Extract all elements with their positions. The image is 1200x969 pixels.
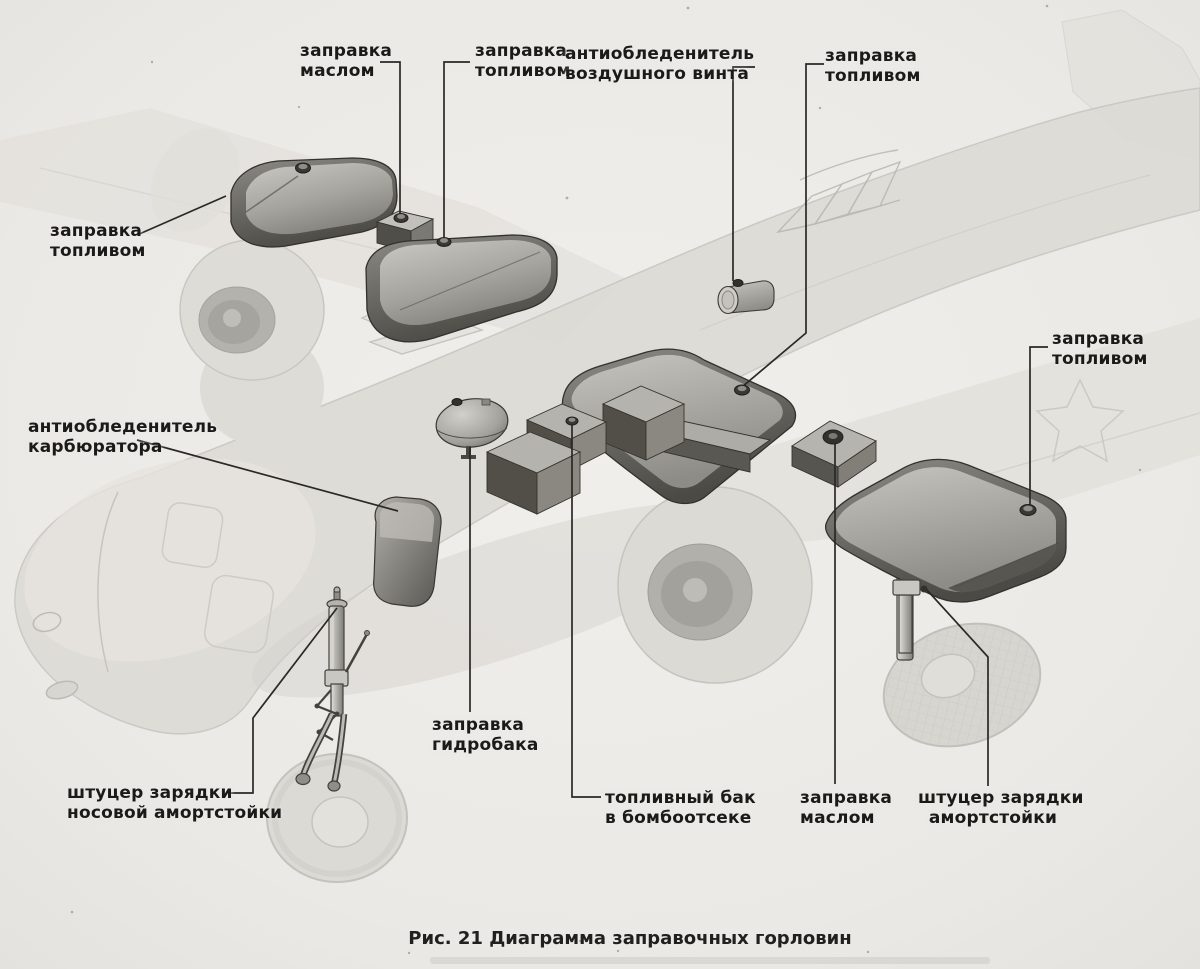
label-carburetor-anti-icer: антиобледенитель карбюратора	[28, 417, 217, 457]
bomb-bay-tank-upper-block	[601, 385, 686, 461]
propeller-hub	[223, 309, 241, 327]
leader-carb-anti-ice	[136, 439, 399, 512]
label-oil-filler-top: заправка маслом	[300, 41, 392, 81]
label-line: карбюратора	[28, 437, 163, 457]
nose-wheel-hub	[311, 796, 369, 848]
label-line: топливом	[50, 241, 146, 261]
scan-noise	[70, 4, 1142, 955]
label-fuel-filler-left-wing: заправка топливом	[50, 221, 146, 261]
label-line: штуцер зарядки	[918, 788, 1084, 808]
propeller-blade-ghost	[150, 128, 240, 232]
label-hydraulic-tank-filler: заправка гидробака	[432, 715, 539, 755]
starboard-wing-outline	[690, 318, 1200, 542]
nose-panel-seam	[97, 491, 119, 673]
tank-top-face	[379, 502, 435, 542]
nose-window	[45, 680, 79, 700]
right-wing-fuel-tank	[824, 458, 1067, 603]
label-line: топливный бак	[605, 788, 756, 808]
label-line: носовой амортстойки	[67, 803, 283, 823]
nose-hatch	[204, 574, 274, 654]
label-line: антиобледенитель	[28, 417, 218, 437]
main-wheel-hub	[920, 653, 976, 699]
leader-strut-main	[926, 589, 989, 786]
label-line: заправка	[825, 46, 918, 66]
label-line: антиобледенитель	[565, 44, 755, 64]
left-outer-wing-fuel-tank	[230, 157, 398, 248]
label-line: в бомбоотсеке	[605, 808, 752, 828]
label-fuel-filler-top-left: заправка топливом	[475, 41, 571, 81]
label-line: заправка	[800, 788, 893, 808]
label-line: воздушного винта	[565, 64, 750, 84]
label-line: маслом	[800, 808, 875, 828]
label-line: заправка	[300, 41, 393, 61]
label-nose-strut-charging-valve: штуцер зарядки носовой амортстойки	[67, 783, 282, 823]
tank-fitting	[481, 398, 491, 406]
leader-lines	[136, 61, 1048, 798]
tank-fitting	[461, 455, 476, 459]
label-line: топливом	[825, 66, 921, 86]
leader-bomb-bay	[571, 424, 601, 798]
label-line: гидробака	[432, 735, 539, 755]
leader-prop-anti-ice	[732, 66, 755, 281]
hydraulic-tank	[435, 398, 509, 459]
label-line: топливом	[475, 61, 571, 81]
leader-strut-nose	[230, 607, 338, 794]
label-fuel-filler-top-right: заправка топливом	[825, 46, 921, 86]
leader-fuel-right	[1029, 346, 1048, 505]
scan-smudge	[430, 957, 990, 964]
starboard-engine-nacelle	[617, 486, 813, 684]
label-line: заправка	[1052, 329, 1145, 349]
label-oil-filler-bottom: заправка маслом	[800, 788, 892, 828]
label-line: топливом	[1052, 349, 1148, 369]
axle-end	[327, 780, 341, 792]
nose-hatch	[161, 502, 224, 569]
figure-caption: Рис. 21 Диаграмма заправочных горловин	[408, 928, 852, 949]
nose-highlight	[24, 458, 316, 662]
tank-end-face	[948, 544, 1056, 593]
leader-fuel-top-right	[741, 63, 824, 388]
leader-fuel-left	[136, 195, 227, 236]
leader-fuel-top-left	[443, 61, 470, 238]
right-oil-tank	[791, 420, 877, 488]
propeller-hub	[683, 578, 707, 602]
tank-fitting	[466, 446, 471, 456]
label-bomb-bay-fuel-tank: топливный бак в бомбоотсеке	[605, 788, 756, 828]
axle-end	[295, 772, 311, 786]
label-line: амортстойки	[928, 808, 1058, 828]
main-wheel	[882, 622, 1042, 748]
center-left-fuel-tank	[365, 234, 558, 343]
nose-gear-strut	[295, 586, 370, 792]
label-propeller-anti-icer: антиобледенитель воздушного винта	[565, 44, 754, 84]
label-main-strut-charging-valve: штуцер зарядки амортстойки	[918, 788, 1084, 828]
main-gear-strut-collar	[892, 579, 928, 654]
tank-top-face	[246, 163, 393, 235]
carburetor-anti-icer-tank	[373, 496, 442, 607]
nose-window	[32, 611, 62, 633]
label-line: маслом	[300, 61, 375, 81]
nose-wheel	[266, 753, 408, 883]
label-line: заправка	[475, 41, 568, 61]
star-marking	[1035, 378, 1125, 463]
propeller-anti-icer-tank	[717, 280, 775, 315]
label-line: заправка	[432, 715, 525, 735]
rear-canopy-lines	[775, 149, 902, 234]
aircraft-ghost	[0, 9, 1200, 883]
main-strut-charging-nipple	[920, 585, 928, 593]
tank-top-face	[835, 467, 1056, 593]
label-line: заправка	[50, 221, 143, 241]
port-engine-nacelle	[150, 128, 325, 446]
label-line: штуцер зарядки	[67, 783, 233, 803]
filler-caps	[295, 162, 1037, 516]
leader-oil-top	[380, 61, 401, 215]
label-fuel-filler-right-wing: заправка топливом	[1052, 329, 1148, 369]
